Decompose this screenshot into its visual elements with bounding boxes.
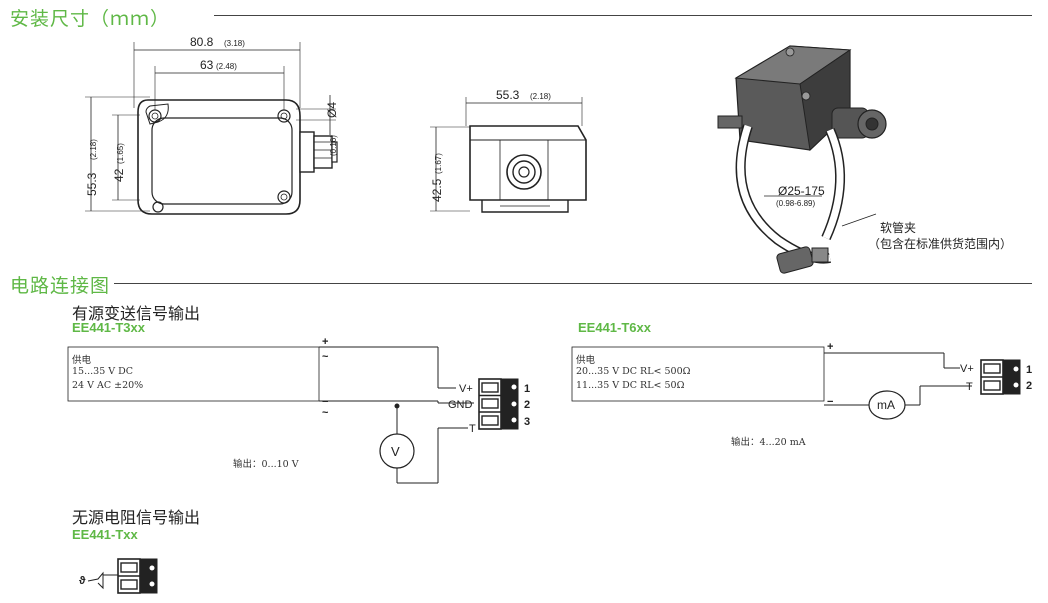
t6-minus: − xyxy=(827,396,833,408)
dim-55-3-front-in: (2.18) xyxy=(530,92,551,101)
clamp-range: Ø25-175 xyxy=(778,184,825,198)
active-output-subtitle: 有源变送信号输出 xyxy=(72,304,201,323)
t6-supply-line2: 11...35 V DC RL< 50Ω xyxy=(576,380,685,391)
t3-term-vplus: V+ xyxy=(459,383,473,395)
front-view-drawing xyxy=(430,97,587,213)
clamp-range-in: (0.98-6.89) xyxy=(776,199,815,208)
hose-clamp-label: 软管夹 xyxy=(880,221,917,235)
dim-4-in: (0.16) xyxy=(329,135,338,156)
dim-4: Ø4 xyxy=(325,102,339,118)
dim-63-in: (2.48) xyxy=(216,62,237,71)
dim-42-in: (1.65) xyxy=(116,143,125,164)
circuit-section-rule xyxy=(114,283,1032,284)
install-section-rule xyxy=(214,15,1032,16)
t3-pin3: 3 xyxy=(524,416,530,428)
t6-circuit xyxy=(571,346,1021,420)
t3-output: 输出：0...10 V xyxy=(233,459,299,470)
dim-80-8-in: (3.18) xyxy=(224,39,245,48)
dim-55-3-side-in: (2.18) xyxy=(89,139,98,160)
txx-temp-symbol: ϑ xyxy=(79,575,86,587)
dim-42: 42 xyxy=(112,168,126,182)
top-view-drawing xyxy=(85,42,338,215)
t3-supply-ac: 24 V AC ±20% xyxy=(72,380,144,391)
t3-term-gnd: GND xyxy=(448,399,473,411)
perspective-drawing xyxy=(717,45,887,274)
t3-meter-label: V xyxy=(391,444,400,459)
dim-42-5-in: (1.67) xyxy=(434,153,443,174)
dim-63: 63 xyxy=(200,58,214,72)
t3-pin2: 2 xyxy=(524,399,530,411)
t6-supply-line1: 20...35 V DC RL< 500Ω xyxy=(576,366,691,377)
dim-55-3-side: 55.3 xyxy=(85,172,99,196)
dim-55-3-front: 55.3 xyxy=(496,88,520,102)
model-txx: EE441-Txx xyxy=(72,527,138,542)
t6-term-t: T xyxy=(966,381,973,393)
t3-term-t: T xyxy=(469,423,476,435)
t3-supply-dc: 15...35 V DC xyxy=(72,366,134,377)
t6-output: 输出：4...20 mA xyxy=(731,437,806,448)
dim-80-8: 80.8 xyxy=(190,35,214,49)
passive-output-subtitle: 无源电阻信号输出 xyxy=(72,508,201,527)
t6-pin1: 1 xyxy=(1026,364,1032,376)
dim-42-5: 42.5 xyxy=(430,178,444,202)
t3-plus: + xyxy=(322,336,328,348)
t6-supply-label: 供电 xyxy=(576,355,596,366)
model-t6: EE441-T6xx xyxy=(578,320,651,335)
t3-tilde-top: ~ xyxy=(322,351,329,363)
model-t3: EE441-T3xx xyxy=(72,320,145,335)
circuit-section-title: 电路连接图 xyxy=(10,275,111,297)
t3-supply-label: 供电 xyxy=(72,355,92,366)
t6-pin2: 2 xyxy=(1026,380,1032,392)
hose-clamp-note: （包含在标准供货范围内） xyxy=(868,237,1013,251)
t3-tilde-bottom: ~ xyxy=(322,407,329,419)
install-section-title: 安装尺寸（ｍｍ） xyxy=(10,8,171,30)
t3-pin1: 1 xyxy=(524,383,530,395)
t6-meter-label: mA xyxy=(877,398,895,412)
t3-circuit xyxy=(67,346,519,484)
t3-minus: − xyxy=(322,396,328,408)
t6-plus: + xyxy=(827,341,833,353)
txx-circuit xyxy=(87,558,158,594)
t6-term-vplus: V+ xyxy=(960,363,974,375)
